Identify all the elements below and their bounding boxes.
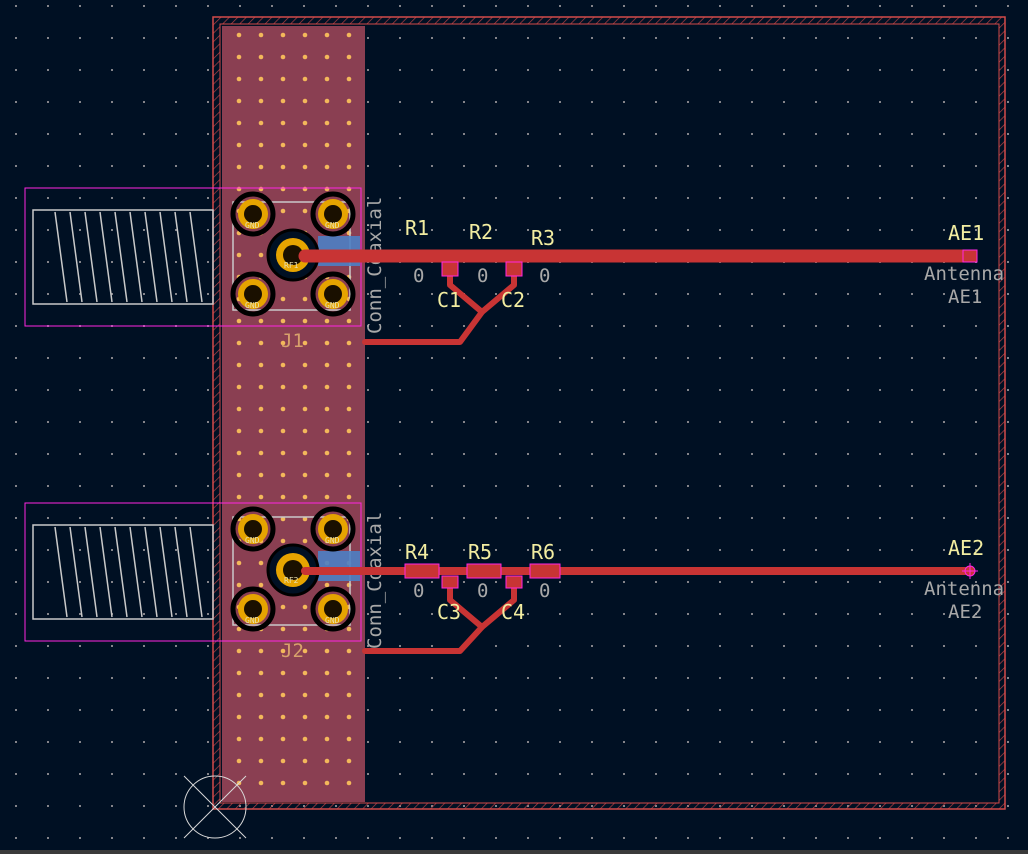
j1-ground-net-3: GND — [245, 301, 260, 310]
antenna-ae1[interactable]: AE1 Antenna AE1 — [924, 221, 1004, 308]
j1-ground-pin-2: 2 — [328, 208, 336, 222]
ae2-fab-ref: AE2 — [948, 601, 982, 623]
j2-ground-net-1: GND — [245, 536, 260, 545]
j2-ground-net-2: GND — [325, 536, 340, 545]
j1-fab-ref: J1 — [281, 330, 304, 352]
r5-ref[interactable]: R5 — [468, 540, 492, 564]
r6-ref[interactable]: R6 — [531, 540, 555, 564]
ae2-value: Antenna — [924, 578, 1004, 600]
c2-ref[interactable]: C2 — [501, 288, 525, 312]
j2-ground-net-3: GND — [245, 616, 260, 625]
ground-track-2[interactable] — [362, 582, 517, 654]
r3-ref[interactable]: R3 — [531, 226, 555, 250]
j1-ground-net-4: GND — [325, 301, 340, 310]
connector-j2[interactable]: 2 GND 2 GND 2 GND 2 GND 1 RF2 J2 Conn_Co… — [24, 502, 386, 662]
r2-ref[interactable]: R2 — [469, 220, 493, 244]
c3-ref[interactable]: C3 — [437, 600, 461, 624]
r1-value: 0 — [413, 265, 424, 287]
r3-value: 0 — [539, 265, 550, 287]
c1-ref[interactable]: C1 — [437, 288, 461, 312]
c4-ref[interactable]: C4 — [501, 600, 525, 624]
j1-value: Conn_Coaxial — [364, 197, 386, 334]
j2-center-pin: 1 — [288, 563, 296, 577]
ground-track-1[interactable] — [362, 267, 517, 345]
r4-ref[interactable]: R4 — [405, 540, 429, 564]
j2-ground-pin-3: 2 — [248, 603, 256, 617]
j2-ground-pin-4: 2 — [328, 603, 336, 617]
origin-marker — [183, 775, 247, 839]
smd-pads-row-2[interactable] — [404, 563, 561, 589]
ground-zone[interactable] — [222, 26, 365, 802]
smd-pads-row-1[interactable] — [441, 261, 523, 277]
j1-ground-pin-1: 2 — [248, 208, 256, 222]
r2-value: 0 — [477, 265, 488, 287]
r6-value: 0 — [539, 580, 550, 602]
r4-value: 0 — [413, 580, 424, 602]
j2-ground-pin-2: 2 — [328, 523, 336, 537]
ae1-fab-ref: AE1 — [948, 286, 982, 308]
j2-center-net: RF2 — [284, 576, 299, 585]
j1-ground-net-2: GND — [325, 221, 340, 230]
j2-fab-ref: J2 — [281, 640, 304, 662]
j1-ground-net-1: GND — [245, 221, 260, 230]
antenna-ae2[interactable]: AE2 Antenna AE2 — [924, 536, 1004, 623]
r5-value: 0 — [477, 580, 488, 602]
j1-center-pin: 1 — [288, 248, 296, 262]
ae1-value: Antenna — [924, 263, 1004, 285]
j2-value: Conn_Coaxial — [364, 512, 386, 649]
j1-ground-pin-4: 2 — [328, 288, 336, 302]
bottom-border — [0, 850, 1028, 854]
j1-center-net: RF1 — [284, 261, 299, 270]
j1-ground-pin-3: 2 — [248, 288, 256, 302]
r1-ref[interactable]: R1 — [405, 216, 429, 240]
ae1-ref: AE1 — [948, 221, 984, 245]
j2-ground-net-4: GND — [325, 616, 340, 625]
ae2-ref: AE2 — [948, 536, 984, 560]
j2-ground-pin-1: 2 — [248, 523, 256, 537]
